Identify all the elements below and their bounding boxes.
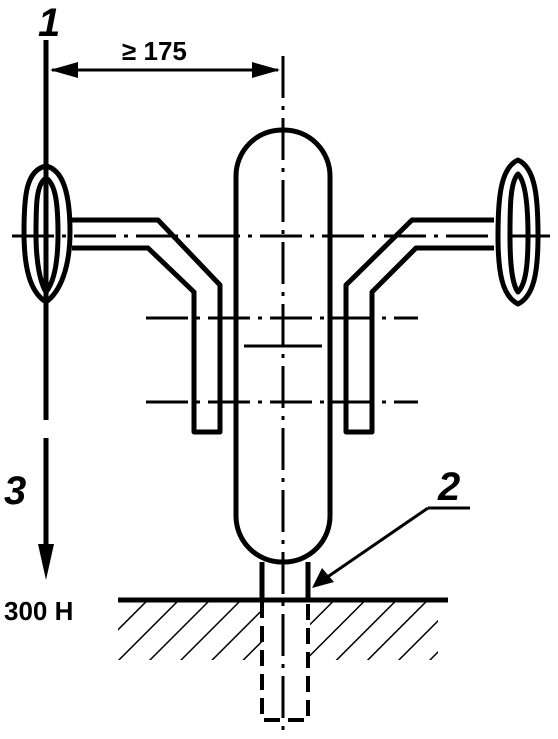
callout-2-label: 2 [437,465,460,509]
right-mirror [495,157,541,307]
left-bracket [72,217,223,435]
dimension-line [50,62,280,78]
callout-1-label: 1 [38,1,60,45]
leader-callout-2 [312,506,470,588]
dimension-label: ≥ 175 [122,36,187,66]
load-value-label: 300 Н [4,596,73,626]
ground-hatching [118,602,438,662]
mast-stem [259,562,311,722]
right-bracket [343,217,494,435]
load-arrow-head [38,544,54,580]
callout-3-label: 3 [4,469,26,513]
